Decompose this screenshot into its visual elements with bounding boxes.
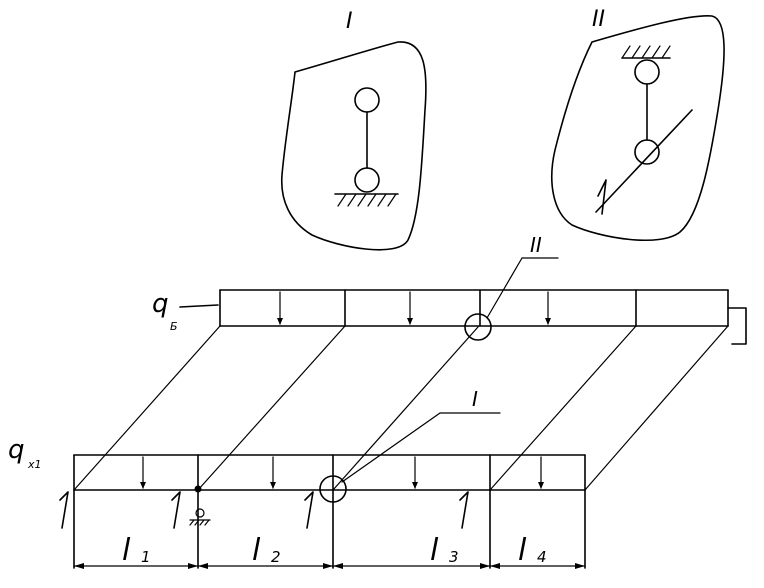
lower-load-arrows xyxy=(140,456,544,489)
callout-2-label: II xyxy=(530,233,542,257)
upper-load-label-sub: Б xyxy=(170,320,178,333)
upper-load-end-bracket xyxy=(727,307,747,345)
break-marks xyxy=(59,491,469,529)
detail-1-upper-hinge xyxy=(354,87,380,113)
upper-load-arrows xyxy=(277,291,551,325)
beam xyxy=(59,485,586,569)
detail-2-lower-hinge xyxy=(634,139,660,165)
detail-2-section-break xyxy=(597,179,607,215)
detail-1-lower-hinge xyxy=(354,167,380,193)
detail-2-ceiling-hatching xyxy=(621,45,671,59)
span-2-sub: 2 xyxy=(271,548,281,566)
span-2-label: l 2 xyxy=(252,533,281,568)
upper-load-diagram: q Б xyxy=(152,289,747,345)
dimension-arrows xyxy=(74,563,585,569)
span-3-main: l xyxy=(430,533,439,568)
span-1-label: l 1 xyxy=(122,533,151,568)
projection-lines xyxy=(73,325,729,491)
detail-2: II xyxy=(551,7,725,242)
detail-2-outline xyxy=(551,15,725,242)
detail-1-outline xyxy=(280,41,427,251)
detail-2-upper-hinge xyxy=(634,59,660,85)
lower-load-label: q х1 xyxy=(8,435,42,471)
span-4-main: l xyxy=(518,533,527,568)
detail-1: I xyxy=(280,9,427,251)
detail-2-label: II xyxy=(592,7,605,32)
callout-1-label: I xyxy=(472,387,478,411)
span-3-label: l 3 xyxy=(430,533,459,568)
upper-load-label-main: q xyxy=(152,289,169,319)
span-4-sub: 4 xyxy=(537,548,547,566)
detail-2-section-line xyxy=(595,109,693,213)
lower-load-label-main: q xyxy=(8,435,25,465)
support-lines xyxy=(73,489,586,569)
upper-load-dividers xyxy=(344,289,637,327)
lower-load-label-sub: х1 xyxy=(27,458,42,471)
callout-1-leader xyxy=(341,412,441,483)
pinned-support xyxy=(189,485,211,526)
lower-load-dividers xyxy=(197,454,491,491)
detail-1-label: I xyxy=(346,9,353,34)
lower-load-diagram: q х1 xyxy=(8,435,586,503)
upper-load-leader xyxy=(179,304,219,308)
upper-callout-2-circle xyxy=(464,313,492,341)
span-dimensions: l 1 l 2 l 3 l 4 xyxy=(73,533,586,569)
callout-1: I xyxy=(341,387,501,483)
span-3-sub: 3 xyxy=(449,548,459,566)
span-1-main: l xyxy=(122,533,131,568)
callout-2-leader xyxy=(486,257,523,319)
detail-1-ground-hatching xyxy=(337,193,397,207)
callout-2: II xyxy=(486,233,559,319)
upper-load-label: q Б xyxy=(152,289,178,333)
span-4-label: l 4 xyxy=(518,533,547,568)
span-2-main: l xyxy=(252,533,261,568)
span-1-sub: 1 xyxy=(141,548,151,566)
